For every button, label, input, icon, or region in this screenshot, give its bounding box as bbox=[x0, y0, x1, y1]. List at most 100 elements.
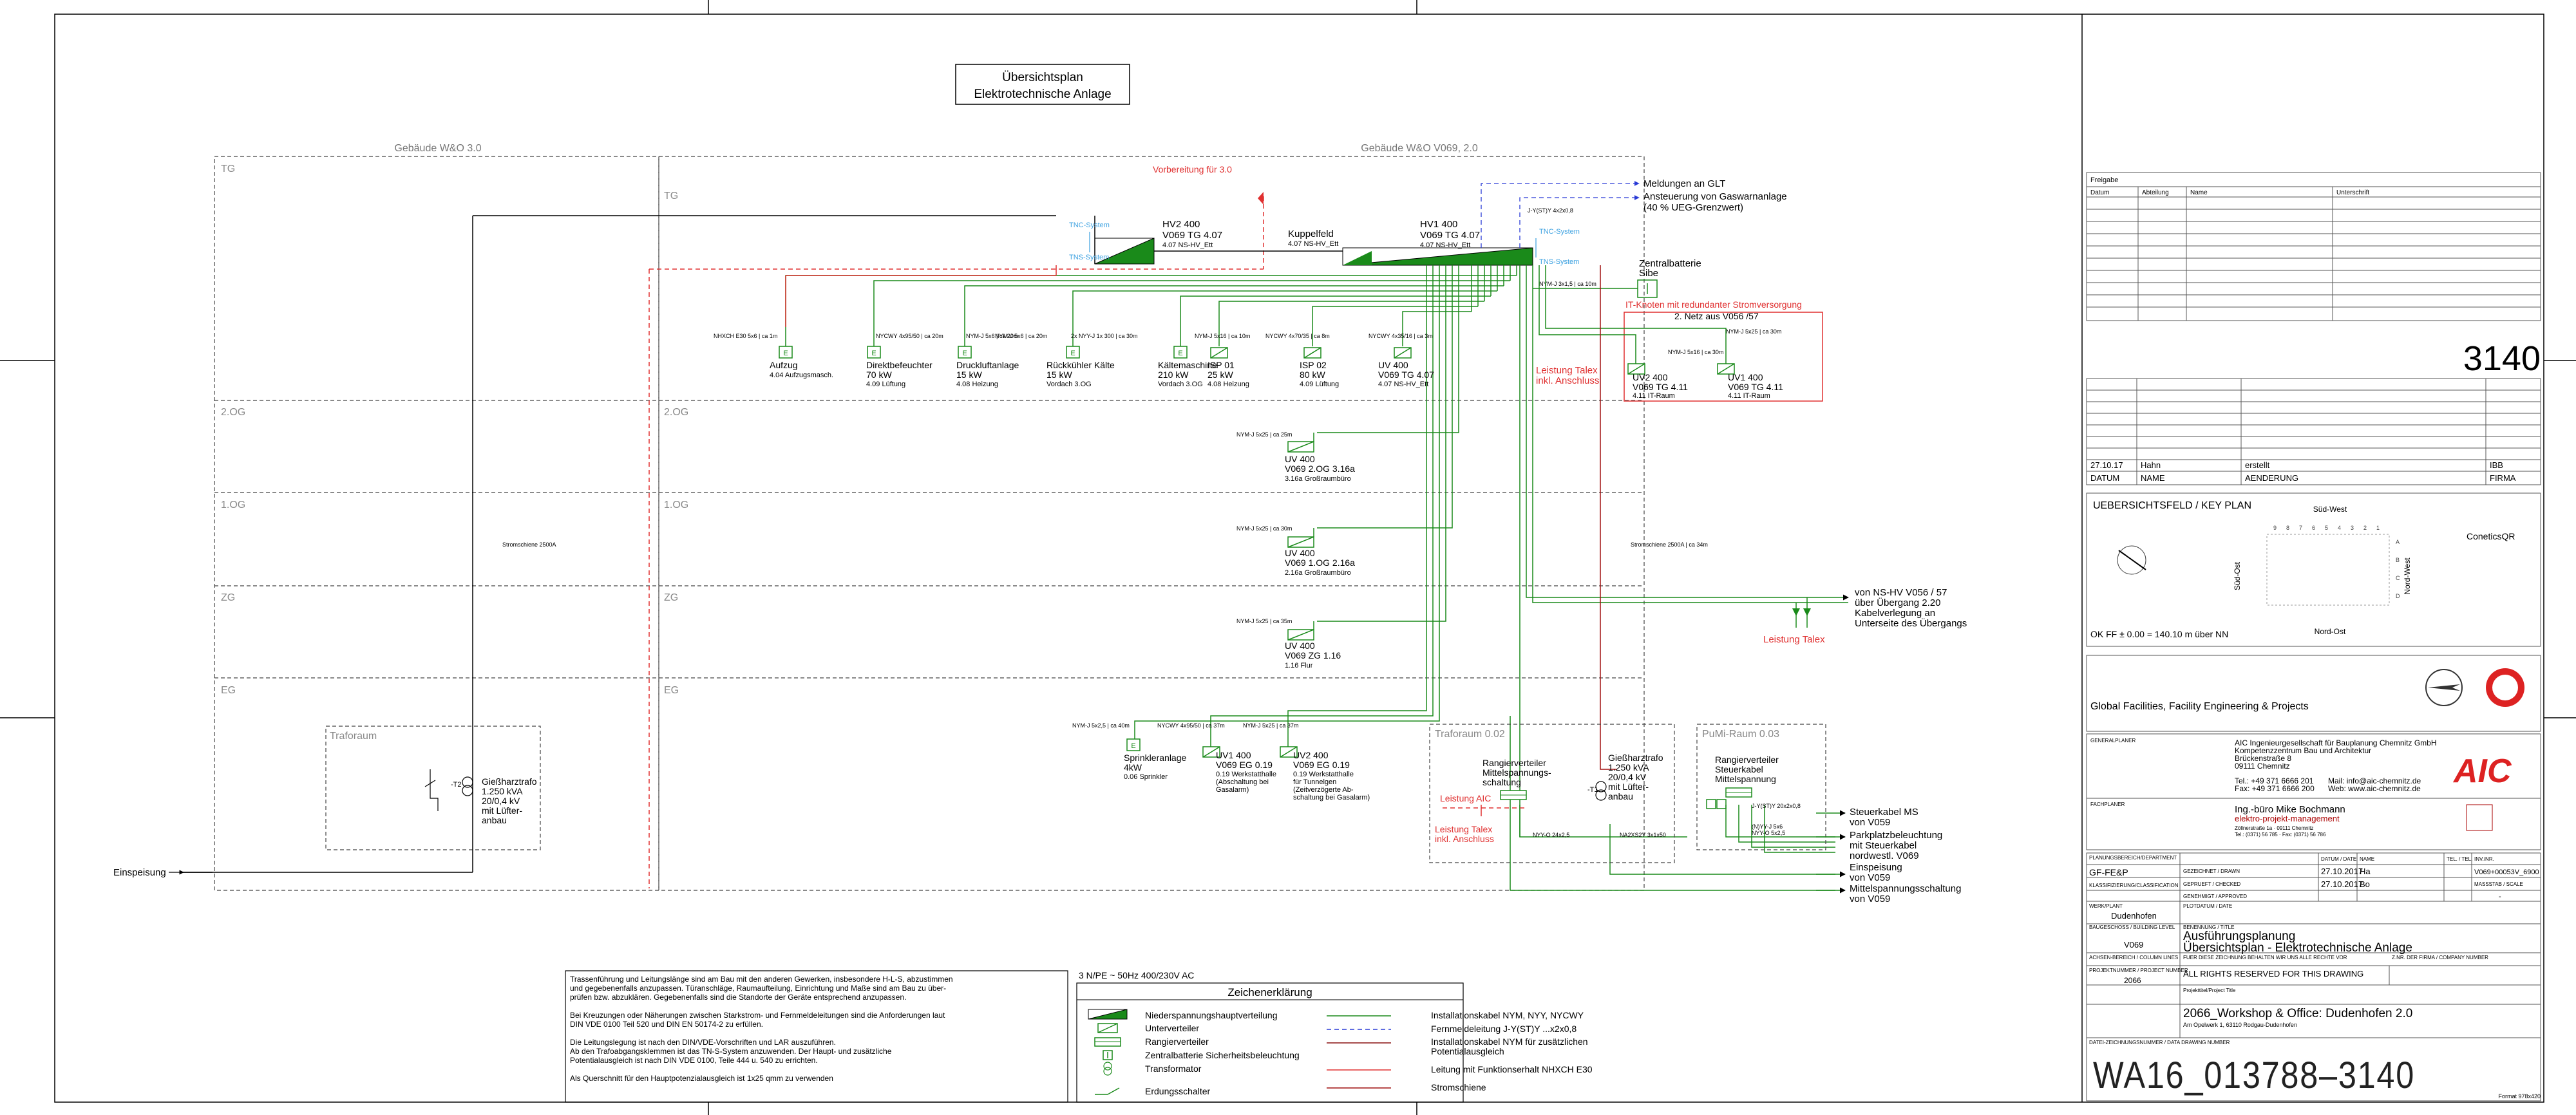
consumer-4-name: Kältemaschine bbox=[1158, 360, 1217, 370]
legend-left-0: Niederspannungshauptverteilung bbox=[1145, 1010, 1277, 1020]
kuppelfeld-l1: Kuppelfeld bbox=[1288, 229, 1334, 239]
telecom-lines bbox=[1481, 181, 1640, 248]
parkplatz-l2: mit Steuerkabel bbox=[1850, 840, 1917, 851]
uv-1og-l1: UV 400 bbox=[1285, 548, 1315, 558]
consumer-6-cable: NYCWY 4x70/35 | ca 8m bbox=[1265, 333, 1330, 339]
legend-title: Zeichenerklärung bbox=[1227, 986, 1312, 998]
sprinkler-l2: 4kW bbox=[1124, 762, 1142, 773]
svg-text:E: E bbox=[1070, 350, 1075, 357]
parkplatz-l1: Parkplatzbeleuchtung bbox=[1850, 830, 1942, 841]
consumer-druckluft: E Druckluftanlage 15 kW 4.08 Heizung NYM… bbox=[956, 333, 1019, 388]
consumer-1-cable: NYCWY 4x95/50 | ca 20m bbox=[876, 333, 943, 339]
uv1-it-l2: V069 TG 4.11 bbox=[1728, 382, 1783, 392]
opel-logo-icon bbox=[2425, 669, 2463, 706]
svg-text:GENEHMIGT / APPROVED: GENEHMIGT / APPROVED bbox=[2183, 894, 2247, 899]
sprinkleranlage: E Sprinkleranlage 4kW 0.06 Sprinkler NYM… bbox=[1072, 722, 1186, 781]
floor-label-left-1og: 1.OG bbox=[221, 500, 245, 511]
uv-zg-cable: NYM-J 5x25 | ca 35m bbox=[1236, 618, 1292, 624]
tb-werk: Dudenhofen bbox=[2111, 911, 2157, 921]
legend-right-2: Installationskabel NYM für zusätzlichen bbox=[1431, 1036, 1588, 1047]
hv1-l1: HV1 400 bbox=[1420, 219, 1457, 230]
svg-text:3: 3 bbox=[2351, 525, 2354, 531]
consumer-5-name: ISP 01 bbox=[1208, 360, 1235, 370]
consumer-aufzug: E Aufzug 4.04 Aufzugsmasch. NHXCH E30 5x… bbox=[714, 333, 833, 379]
consumer-1-name: Direktbefeuchter bbox=[866, 360, 933, 370]
consumer-1-p: 70 kW bbox=[866, 370, 892, 380]
uv-1og: UV 400 V069 1.OG 2.16a 2.16a Großraumbür… bbox=[1236, 525, 1355, 577]
uv-1og-l3: 2.16a Großraumbüro bbox=[1285, 569, 1351, 577]
svg-text:BAUGESCHOSS / BUILDING LEVEL: BAUGESCHOSS / BUILDING LEVEL bbox=[2089, 924, 2175, 930]
sprinkler-cable: NYM-J 5x2,5 | ca 40m bbox=[1072, 722, 1130, 729]
pumi-raum: PuMi-Raum 0.03 Rangierverteiler Steuerka… bbox=[1696, 724, 1826, 850]
revision-h-aenderung: AENDERUNG bbox=[2245, 473, 2298, 483]
uv1-it-cable: NYM-J 5x25 | ca 30m bbox=[1726, 328, 1781, 335]
consumer-4-sub: Vordach 3.OG bbox=[1158, 380, 1203, 388]
svg-text:B: B bbox=[2396, 557, 2400, 563]
consumer-3-p: 15 kW bbox=[1046, 370, 1072, 380]
parkplatz-l3: nordwestl. V069 bbox=[1850, 850, 1919, 861]
svg-text:KLASSIFIZIERUNG/CLASSIFICATION: KLASSIFIZIERUNG/CLASSIFICATION bbox=[2089, 883, 2179, 888]
uv1-eg-cable: NYCWY 4x95/50 | ca 37m bbox=[1157, 722, 1225, 729]
svg-text:E: E bbox=[1178, 350, 1182, 357]
svg-text:7: 7 bbox=[2299, 525, 2302, 531]
floor-label-left-2og: 2.OG bbox=[221, 407, 245, 418]
hv1-l3: 4.07 NS-HV_Ett bbox=[1420, 241, 1470, 249]
tb-drawn-name: Ha bbox=[2360, 867, 2371, 876]
hv2-l3: 4.07 NS-HV_Ett bbox=[1162, 241, 1213, 249]
vorbereitung-lines bbox=[649, 196, 1264, 888]
floor-label-right-zg: ZG bbox=[664, 592, 678, 603]
uv-2og-l3: 3.16a Großraumbüro bbox=[1285, 475, 1351, 483]
einspeisung-label: Einspeisung bbox=[113, 867, 166, 878]
left-feed-lines bbox=[180, 215, 1056, 873]
keyplan-ok: OK FF ± 0.00 = 140.10 m über NN bbox=[2090, 629, 2228, 639]
svg-text:INV./NR.: INV./NR. bbox=[2474, 856, 2494, 862]
building-label-left: Gebäude W&O 3.0 bbox=[394, 143, 481, 154]
steuerkabel-l2: von V059 bbox=[1850, 817, 1890, 828]
svg-text:WERK/PLANT: WERK/PLANT bbox=[2089, 903, 2123, 909]
svg-text:Projekttitel/Project Title: Projekttitel/Project Title bbox=[2183, 988, 2236, 993]
leistung-talex3-l2: inkl. Anschluss bbox=[1435, 834, 1494, 844]
aic-logo-icon: AIC bbox=[2452, 753, 2512, 790]
svg-text:2: 2 bbox=[2363, 525, 2367, 531]
plan-title-line2: Elektrotechnische Anlage bbox=[974, 88, 1111, 101]
trafo2-l5: anbau bbox=[1608, 791, 1633, 801]
it-knoten-box: IT-Knoten mit redundanter Stromversorgun… bbox=[1624, 299, 1823, 402]
consumer-4-cable: 2x NYY-J 1x 300 | ca 30m bbox=[1071, 333, 1138, 339]
svg-text:1: 1 bbox=[2376, 525, 2380, 531]
keyplan-sued-west: Süd-West bbox=[2313, 505, 2347, 514]
floor-label-right-1og: 1.OG bbox=[664, 500, 688, 511]
consumer-isp02: ISP 02 80 kW 4.09 Lüftung NYCWY 4x70/35 … bbox=[1265, 333, 1339, 388]
fachplaner-block: FACHPLANER Ing.-büro Mike Bochmann elekt… bbox=[2086, 798, 2541, 850]
svg-text:PLOTDATUM / DATE: PLOTDATUM / DATE bbox=[2183, 903, 2232, 909]
freigabe-table bbox=[2086, 172, 2541, 321]
uv1-eg-l5: Gasalarm) bbox=[1216, 786, 1249, 794]
trafo-t2-code: -T2 bbox=[451, 781, 462, 789]
uv2-eg-l2: V069 EG 0.19 bbox=[1293, 760, 1350, 770]
pumi-label: PuMi-Raum 0.03 bbox=[1702, 729, 1779, 740]
uv-1og-l2: V069 1.OG 2.16a bbox=[1285, 558, 1355, 568]
svg-text:9: 9 bbox=[2273, 525, 2277, 531]
freigabe-col-name: Name bbox=[2190, 189, 2208, 196]
plan-title: Übersichtsplan Elektrotechnische Anlage bbox=[955, 64, 1130, 105]
revision-h-firma: FIRMA bbox=[2490, 473, 2516, 483]
uv-zg-l1: UV 400 bbox=[1285, 641, 1315, 651]
tb-projekttitel: 2066_Workshop & Office: Dudenhofen 2.0 bbox=[2183, 1007, 2412, 1020]
gp-line-2: Brückenstraße 8 bbox=[2235, 754, 2291, 763]
leistung-talex1-l2: inkl. Anschluss bbox=[1536, 375, 1599, 386]
uv2-eg-l6: schaltung bei Gasalarm) bbox=[1293, 794, 1370, 801]
note-8: Ab den Trafoabgangsklemmen ist das TN-S-… bbox=[570, 1047, 892, 1056]
svg-text:J-Y(ST)Y 20x2x0,8: J-Y(ST)Y 20x2x0,8 bbox=[1752, 803, 1801, 809]
uv2-eg-l1: UV2 400 bbox=[1293, 750, 1329, 760]
legend-left-1: Unterverteiler bbox=[1145, 1023, 1199, 1033]
consumer-2-sub: 4.08 Heizung bbox=[956, 380, 998, 388]
consumer-2-p: 15 kW bbox=[956, 370, 982, 380]
consumer-4-p: 210 kW bbox=[1158, 370, 1189, 380]
svg-text:FUER DIESE ZEICHNUNG BEHALTEN: FUER DIESE ZEICHNUNG BEHALTEN WIR UNS AL… bbox=[2183, 955, 2347, 960]
consumer-rueckkuehler: E Rückkühler Kälte 15 kW Vordach 3.OG NY… bbox=[995, 333, 1115, 388]
tb-drawn-date: 27.10.2017 bbox=[2321, 867, 2363, 876]
tb-planungsbereich: GF-FE&P bbox=[2089, 867, 2128, 877]
freigabe-col-datum: Datum bbox=[2090, 189, 2109, 196]
consumer-6-name: ISP 02 bbox=[1300, 360, 1327, 370]
consumer-1-sub: 4.09 Lüftung bbox=[866, 380, 905, 388]
traforaum2-label: Traforaum 0.02 bbox=[1435, 729, 1505, 740]
